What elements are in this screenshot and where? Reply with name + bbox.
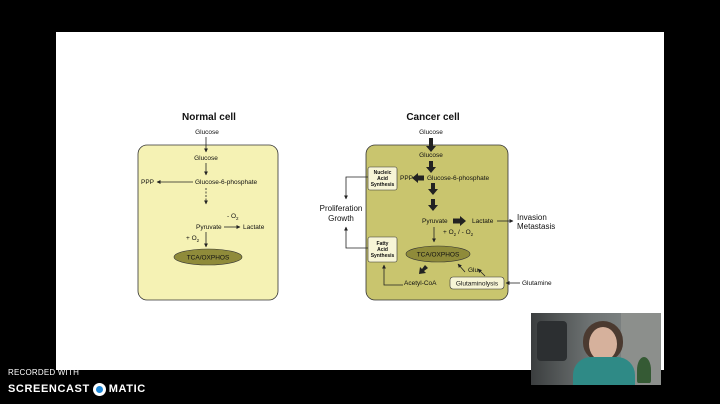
cancer-o2: + O2 / - O2 [443,229,474,237]
cancer-pyruvate: Pyruvate [422,218,448,225]
webcam-overlay [531,313,661,385]
glutaminolysis-label: Glutaminolysis [456,281,499,288]
proliferation-label: Proliferation [320,204,363,213]
brand-right: MATIC [108,383,146,395]
normal-cell-title: Normal cell [182,112,236,123]
glutaminolysis-box [449,276,505,290]
normal-lactate: Lactate [243,224,265,231]
normal-tca-ellipse [173,248,243,266]
growth-label: Growth [328,214,354,223]
nucleic-acid-box [367,166,398,191]
invasion-label: Invasion [517,213,547,222]
cancer-arrow-ppp [412,173,424,183]
cancer-acetyl-coa: Acetyl-CoA [404,280,437,287]
record-icon [92,382,106,396]
nucleic-box-line1: Nucleic [374,170,392,176]
normal-ppp: PPP [141,179,154,186]
acetyl-to-fatty-arrow [382,264,403,286]
fatty-to-growth-arrow [344,226,368,249]
cancer-arrow-step1 [428,183,438,195]
warburg-diagram: Normal cell Glucose Glucose PPP Glucose-… [137,112,555,301]
normal-glucose-inside: Glucose [194,155,218,162]
cancer-g6p: Glucose-6-phosphate [427,175,490,182]
cancer-ppp: PPP [400,175,413,182]
fatty-box-line1: Fatty [377,241,389,247]
nucleic-box-line2: Acid [377,176,388,182]
fatty-acid-box [367,236,398,263]
brand-left: SCREENCAST [8,383,90,395]
cancer-cell-title: Cancer cell [406,112,460,123]
fatty-box-line2: Acid [377,247,388,253]
screencast-o-matic-logo: SCREENCAST MATIC [8,380,146,398]
normal-minus-o2: - O2 [227,213,239,221]
cancer-tca-ellipse [405,245,471,263]
cancer-cell-membrane [365,144,509,301]
cancer-arrow-g6p [426,161,436,173]
normal-g6p: Glucose-6-phosphate [195,179,258,186]
cancer-glu: Glu [468,267,479,274]
nucleic-box-line3: Synthesis [371,182,395,188]
cancer-glucose-inside: Glucose [419,152,443,159]
cancer-arrow-acetyl [419,265,428,274]
cancer-arrow-step2 [428,199,438,211]
metastasis-label: Metastasis [517,222,555,231]
normal-plus-o2: + O2 [186,235,200,243]
cancer-arrow-lactate [453,216,466,226]
cancer-glucose-outside: Glucose [419,129,443,136]
cancer-lactate: Lactate [472,218,494,225]
normal-pyruvate: Pyruvate [196,224,222,231]
nucleic-to-growth-arrow [344,176,368,200]
normal-tca-label: TCA/OXPHOS [187,255,230,262]
cancer-tca-label: TCA/OXPHOS [417,252,460,259]
cancer-arrow-glu [457,263,466,273]
slide: Normal cell Glucose Glucose PPP Glucose-… [56,32,664,370]
normal-cell-membrane [137,144,279,301]
cancer-arrow-glucose-in [426,138,436,152]
normal-glucose-outside: Glucose [195,129,219,136]
glutamine-label: Glutamine [522,280,552,287]
recorded-with-label: RECORDED WITH [8,368,80,377]
fatty-box-line3: Synthesis [371,253,395,259]
glutaminolysis-to-glu-arrow [477,268,486,277]
